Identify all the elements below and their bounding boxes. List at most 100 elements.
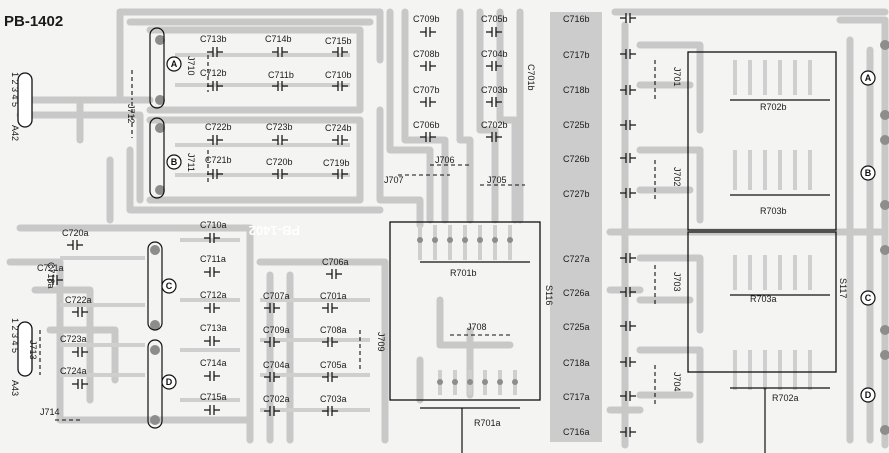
capacitor-symbol — [332, 169, 348, 179]
capacitor-symbol — [486, 61, 502, 71]
capacitor-symbol — [332, 81, 348, 91]
jumper-label: J701 — [672, 67, 682, 87]
capacitor-symbol — [322, 337, 338, 347]
svg-text:B: B — [865, 168, 872, 178]
capacitor-symbol — [620, 85, 636, 95]
capacitor-symbol — [264, 337, 280, 347]
capacitor-symbol — [322, 406, 338, 416]
capacitor-symbol — [322, 303, 338, 313]
capacitor-symbol — [207, 135, 223, 145]
capacitor-symbol — [486, 27, 502, 37]
capacitor-symbol — [72, 307, 88, 317]
capacitor-labels-mid-b: C709b C705b C708b C704b C701b C707b C703… — [413, 14, 536, 130]
cap-label: C717a — [563, 392, 590, 402]
cap-label: C715b — [325, 36, 352, 46]
cap-label: C704b — [481, 49, 508, 59]
capacitor-symbol — [47, 275, 63, 285]
cap-label: C727a — [563, 254, 590, 264]
capacitor-symbol — [204, 336, 220, 346]
cap-label: C720b — [266, 157, 293, 167]
cap-label: C719b — [323, 158, 350, 168]
capacitor-symbol — [204, 303, 220, 313]
cap-label: C702b — [481, 120, 508, 130]
jumper-label: J705 — [487, 175, 507, 185]
svg-text:D: D — [166, 377, 173, 387]
capacitor-symbol — [72, 379, 88, 389]
jumper-label: J714 — [40, 407, 60, 417]
connector-top: 1 2 3 4 5 A42 — [10, 72, 33, 141]
cap-label: C721a — [37, 263, 64, 273]
capacitor-labels-right: C716b C717b C718b C725b C726b C727b C727… — [563, 14, 590, 437]
capacitor-symbol — [486, 132, 502, 142]
cap-label: C727b — [563, 189, 590, 199]
cap-label: C701a — [320, 291, 347, 301]
marker-a: A — [166, 56, 182, 72]
cap-label: C722b — [205, 122, 232, 132]
connector-bottom-pins: 1 2 3 4 5 — [10, 318, 20, 353]
capacitor-symbol — [620, 321, 636, 331]
cap-label: C725b — [563, 120, 590, 130]
capacitor-symbol — [272, 81, 288, 91]
pot-label: R702b — [760, 102, 787, 112]
pot-label: R703a — [750, 294, 777, 304]
cap-label: C722a — [65, 295, 92, 305]
capacitor-symbol — [272, 47, 288, 57]
cap-label: C717b — [563, 50, 590, 60]
pot-box-r702-r703-b — [687, 51, 837, 231]
cap-label: C702a — [263, 394, 290, 404]
jumper-label: J712 — [126, 104, 136, 124]
capacitor-symbol — [67, 240, 83, 250]
capacitor-symbol — [264, 303, 280, 313]
connector-bottom: 1 2 3 4 5 A43 — [10, 318, 33, 396]
cap-label: C712b — [200, 68, 227, 78]
marker-a-right: A — [860, 70, 876, 86]
cap-label: C716a — [563, 427, 590, 437]
cap-label: C714a — [200, 358, 227, 368]
svg-text:C: C — [865, 293, 872, 303]
capacitor-symbol — [620, 391, 636, 401]
cap-label: C707b — [413, 85, 440, 95]
cap-label: C711b — [268, 70, 294, 80]
pot-box-r703a — [687, 231, 837, 373]
silkscreen-label: PB-1402 — [249, 223, 300, 238]
cap-label: C708a — [320, 325, 347, 335]
capacitor-symbol — [264, 406, 280, 416]
capacitor-symbol — [420, 27, 436, 37]
solder-pads — [150, 35, 889, 435]
jumper-label: J702 — [672, 167, 682, 187]
slot-b — [149, 117, 165, 199]
svg-text:A: A — [865, 73, 872, 83]
cap-label: C705a — [320, 360, 347, 370]
cap-label: C708b — [413, 49, 440, 59]
capacitor-symbol — [620, 427, 636, 437]
cap-label: C726a — [563, 288, 590, 298]
capacitor-labels-left-b: C713b C714b C715b C712b C711b C710b C722… — [200, 34, 352, 168]
capacitor-symbol — [207, 47, 223, 57]
pot-label: R701a — [474, 418, 501, 428]
capacitor-symbol — [420, 132, 436, 142]
capacitor-labels-mid-a: C706a C707a C701a C709a C708a C704a C705… — [263, 257, 349, 404]
copper-traces — [6, 8, 889, 449]
capacitor-symbol — [620, 287, 636, 297]
cap-label: C709a — [263, 325, 290, 335]
pot-label: R703b — [760, 206, 787, 216]
slot-a — [149, 27, 165, 109]
cap-label: C704a — [263, 360, 290, 370]
cap-label: C707a — [263, 291, 290, 301]
cap-label: C726b — [563, 154, 590, 164]
jumper-labels: J710 J712 J711 J713 J714 J707 J706 J705 … — [28, 56, 682, 417]
cap-label: C725a — [563, 322, 590, 332]
marker-d: D — [161, 374, 177, 390]
capacitor-symbol — [326, 269, 342, 279]
capacitor-symbol — [620, 153, 636, 163]
capacitor-symbol — [204, 405, 220, 415]
cap-label: C721b — [205, 155, 232, 165]
cap-label: C716b — [563, 14, 590, 24]
marker-c-right: C — [860, 290, 876, 306]
pot-labels: R701b R701a R702b R703b R703a R702a — [450, 102, 799, 428]
cap-label: C720a — [62, 228, 89, 238]
svg-text:C: C — [166, 281, 173, 291]
cap-label: C715a — [200, 392, 227, 402]
capacitor-symbol — [272, 169, 288, 179]
